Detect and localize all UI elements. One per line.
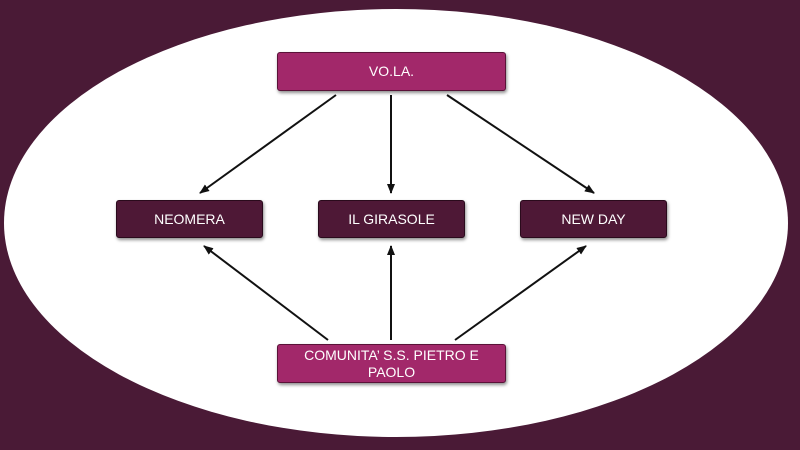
arrow-vola-to-newday <box>446 94 595 194</box>
node-new-day: NEW DAY <box>520 200 667 238</box>
arrow-vola-to-neomera <box>199 94 337 194</box>
node-vola: VO.LA. <box>277 52 506 91</box>
node-il-girasole: IL GIRASOLE <box>318 200 465 238</box>
node-comunita: COMUNITA’ S.S. PIETRO E PAOLO <box>277 344 506 383</box>
arrow-comunita-to-neomera <box>203 245 329 341</box>
arrow-comunita-to-newday <box>454 245 587 341</box>
node-neomera: NEOMERA <box>116 200 263 238</box>
